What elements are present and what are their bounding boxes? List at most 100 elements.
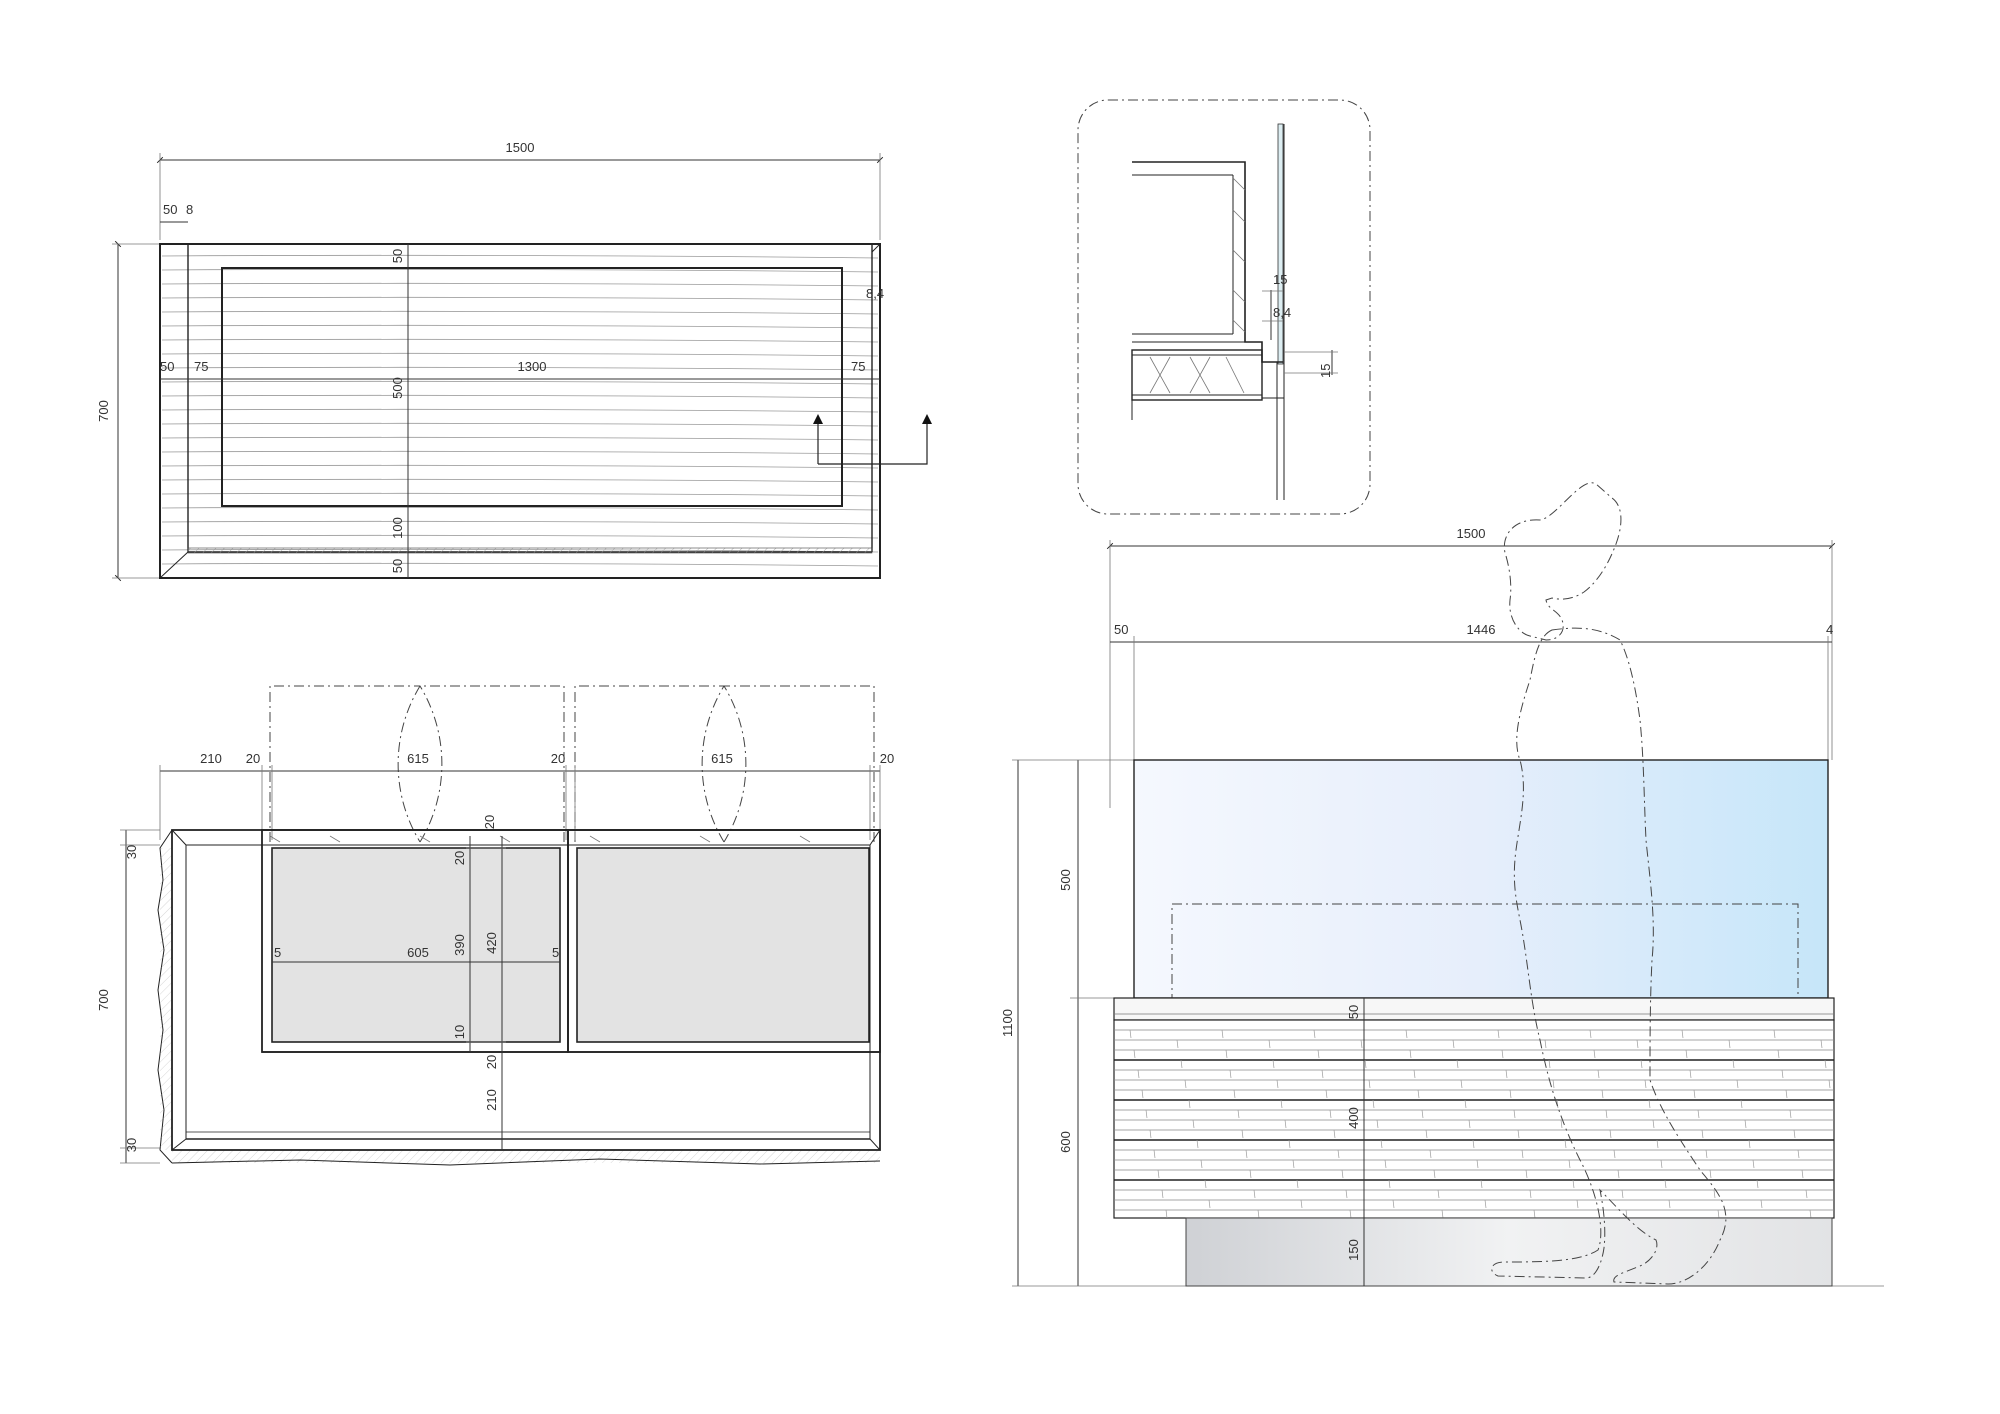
board-joint (1505, 1069, 1508, 1079)
corner-line (869, 829, 881, 846)
board-joint (1484, 1199, 1487, 1209)
board-joint (1253, 1189, 1256, 1199)
board-joint (1701, 1129, 1704, 1139)
board-joint (1648, 1099, 1651, 1109)
dim-row-right: 75 (851, 359, 865, 374)
board-joint (1452, 1039, 1455, 1049)
corner-line (171, 829, 187, 846)
board-joint (1149, 1129, 1152, 1139)
board-joint (1241, 1129, 1244, 1139)
board-joint (1693, 1089, 1696, 1099)
dim-detail-84: 8,4 (1273, 305, 1291, 320)
board-joint (1221, 1029, 1224, 1039)
board-joint (1685, 1049, 1688, 1059)
top-plan-view: 1500 50 8 700 50 75 1300 75 8,4 50 500 1… (96, 140, 932, 582)
detail-slab (1131, 349, 1263, 401)
hinge-marks (269, 835, 811, 843)
board-joint (1376, 1119, 1379, 1129)
plan-opening (221, 267, 843, 507)
dim-v390: 390 (452, 934, 467, 956)
board-joint (1681, 1029, 1684, 1039)
dim-v420: 420 (484, 932, 499, 954)
board-joint (1656, 1139, 1659, 1149)
board-joint (1196, 1139, 1199, 1149)
wood-grain-line (161, 562, 879, 567)
board-joint (1464, 1099, 1467, 1109)
board-joint (1268, 1039, 1271, 1049)
board-joint (1793, 1129, 1796, 1139)
board-joint (1272, 1059, 1275, 1069)
wood-grain-line (161, 254, 879, 259)
board-joint (1157, 1169, 1160, 1179)
board-joint (1781, 1069, 1784, 1079)
dim-w5b: 5 (552, 945, 559, 960)
board-joint (1572, 1179, 1575, 1189)
board-joint (1652, 1119, 1655, 1129)
board-joint (1292, 1159, 1295, 1169)
wood-grain-line (161, 394, 879, 399)
board-joint (1668, 1199, 1671, 1209)
board-joint (1705, 1149, 1708, 1159)
wood-grain-line (161, 296, 879, 301)
dim-elev-h500: 500 (1058, 869, 1073, 891)
board-joint (1184, 1079, 1187, 1089)
board-joint (1296, 1179, 1299, 1189)
dim-edge-b: 8 (186, 202, 193, 217)
board-joint (1480, 1179, 1483, 1189)
board-joint (1636, 1039, 1639, 1049)
dim-door-b: 615 (711, 751, 733, 766)
board-joint (1605, 1109, 1608, 1119)
board-joint (1333, 1129, 1336, 1139)
dim-edge-a: 50 (163, 202, 177, 217)
board-joint (1137, 1069, 1140, 1079)
board-joint (1529, 1189, 1532, 1199)
board-joint (1417, 1089, 1420, 1099)
board-joint (1744, 1119, 1747, 1129)
board-joint (1153, 1149, 1156, 1159)
board-joint (1165, 1209, 1168, 1219)
dim-v-top: 50 (390, 249, 405, 263)
bottom-plan-view: 210 20 615 20 615 20 30 700 30 (96, 685, 894, 1166)
board-joint (1405, 1029, 1408, 1039)
detail-bubble (1077, 99, 1371, 515)
bottom-edge-hatch (187, 547, 873, 554)
wood-grain-line (161, 520, 879, 525)
board-joint (1740, 1099, 1743, 1109)
wood-grain-line (161, 422, 879, 427)
board-joint (1200, 1159, 1203, 1169)
board-joint (1409, 1049, 1412, 1059)
board-joint (1388, 1179, 1391, 1189)
board-joint (1141, 1089, 1144, 1099)
board-joint (1593, 1049, 1596, 1059)
board-joint (1509, 1089, 1512, 1099)
dim-v10: 10 (452, 1025, 467, 1039)
dim-elev-w4: 4 (1826, 622, 1833, 637)
dim-h-bottom: 30 (124, 1138, 139, 1152)
dim-elev-width: 1500 (1457, 526, 1486, 541)
board-joint (1204, 1179, 1207, 1189)
board-joint (1824, 1059, 1827, 1069)
glass-pane-detail (1277, 123, 1284, 365)
wood-cladding (1113, 1019, 1835, 1219)
board-joint (1805, 1189, 1808, 1199)
board-joint (1249, 1169, 1252, 1179)
board-joint (1433, 1169, 1436, 1179)
detail-view: 15 8,4 15 (1077, 99, 1371, 515)
dim-overall-width: 1500 (506, 140, 535, 155)
board-joint (1364, 1059, 1367, 1069)
board-joint (1476, 1159, 1479, 1169)
wood-grain-line (161, 534, 879, 539)
dim-elev-h1100: 1100 (1000, 1009, 1015, 1037)
wall-hatch (160, 848, 172, 1150)
board-joint (1245, 1149, 1248, 1159)
wood-grain-line (161, 436, 879, 441)
dim-v210: 210 (484, 1089, 499, 1111)
wood-grain-line (161, 352, 879, 357)
board-joint (1820, 1039, 1823, 1049)
dim-v20a: 20 (482, 815, 497, 829)
board-joint (1752, 1159, 1755, 1169)
wood-grain-top (161, 254, 879, 567)
board-joint (1384, 1159, 1387, 1169)
board-joint (1797, 1149, 1800, 1159)
front-elevation: 1500 50 1446 4 1100 500 600 50 400 150 (1000, 482, 1884, 1287)
